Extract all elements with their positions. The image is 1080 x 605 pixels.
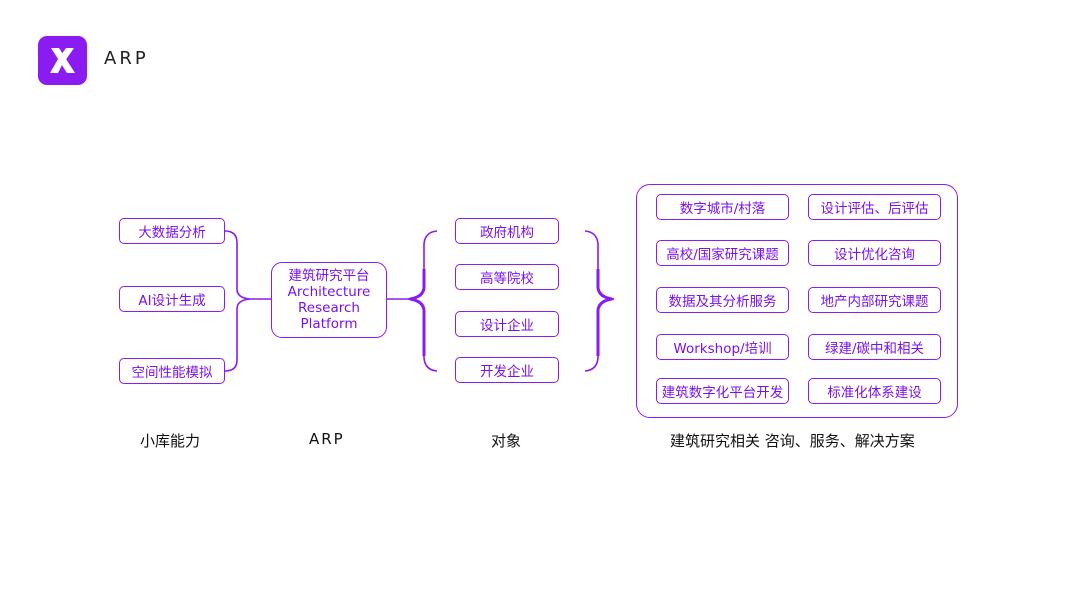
x-logo-icon [50, 48, 75, 73]
service-design-optimization: 设计优化咨询 [808, 240, 941, 266]
arp-line-research: Research [298, 300, 360, 316]
service-design-evaluation: 设计评估、后评估 [808, 194, 941, 220]
service-data-analysis: 数据及其分析服务 [656, 287, 789, 313]
target-government: 政府机构 [455, 218, 559, 244]
ability-spatial-sim: 空间性能模拟 [119, 358, 225, 384]
ability-ai-design: AI设计生成 [119, 286, 225, 312]
target-developers: 开发企业 [455, 357, 559, 383]
caption-arp: ARP [309, 430, 345, 448]
arp-title-cn: 建筑研究平台 [288, 268, 370, 284]
service-green-carbon: 绿建/碳中和相关 [808, 334, 941, 360]
services-frame [636, 184, 958, 418]
arp-line-architecture: Architecture [287, 284, 371, 300]
caption-targets: 对象 [491, 432, 522, 450]
brand-logo [38, 36, 87, 85]
target-design-firms: 设计企业 [455, 311, 559, 337]
service-standardization: 标准化体系建设 [808, 378, 941, 404]
service-digital-city: 数字城市/村落 [656, 194, 789, 220]
arp-line-platform: Platform [300, 316, 358, 332]
ability-big-data: 大数据分析 [119, 218, 225, 244]
caption-services: 建筑研究相关 咨询、服务、解决方案 [670, 432, 915, 450]
target-universities: 高等院校 [455, 264, 559, 290]
service-research-topics: 高校/国家研究课题 [656, 240, 789, 266]
service-digital-platform: 建筑数字化平台开发 [656, 378, 789, 404]
service-internal-research: 地产内部研究课题 [808, 287, 941, 313]
arp-platform-box: 建筑研究平台 Architecture Research Platform [271, 262, 387, 338]
brand-name: ARP [104, 48, 149, 69]
service-workshop: Workshop/培训 [656, 334, 789, 360]
caption-abilities: 小库能力 [140, 432, 201, 450]
